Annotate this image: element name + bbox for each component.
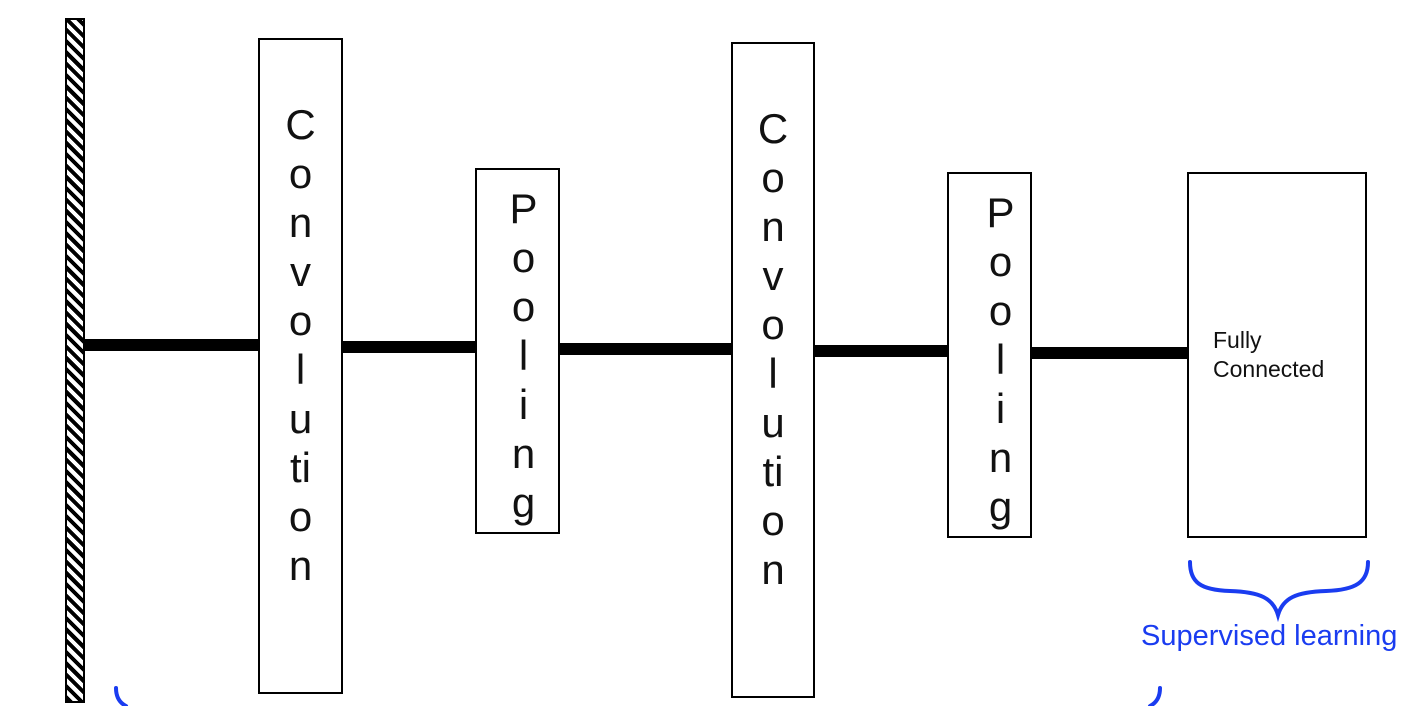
convolution-layer-2-label: C o n v o l u ti o n [733,104,813,594]
letter: l [768,350,778,397]
letter: v [290,248,311,295]
letter: ti [290,444,311,491]
feature-extraction-brace-right-end [1148,686,1162,706]
letter: n [288,542,313,589]
fully-connected-label-line-2: Connected [1213,356,1325,382]
letter: P [986,189,1015,236]
letter: l [295,346,306,393]
letter: v [762,252,784,299]
connector-conv1-pool1 [342,341,476,353]
fully-connected-layer: Fully Connected [1187,172,1367,538]
letter: o [288,297,313,344]
letter: o [288,493,313,540]
letter: u [288,395,313,442]
fully-connected-label-line-1: Fully [1213,327,1262,353]
letter: o [988,287,1013,334]
letter: o [288,150,313,197]
letter: n [511,430,536,477]
letter: n [988,434,1013,481]
pooling-layer-1-label: P o o l i n g [483,184,564,527]
letter: l [995,336,1006,383]
fully-connected-label: Fully Connected [1213,326,1324,384]
convolution-layer-1-label: C o n v o l u ti o n [260,100,341,590]
letter: o [761,154,785,201]
letter: n [761,546,785,593]
letter: g [511,479,536,526]
letter: o [511,234,536,281]
pooling-layer-2-label: P o o l i n g [960,188,1041,531]
connector-pool2-fc [1031,347,1189,359]
connector-input-conv1 [85,339,259,351]
letter: P [509,185,538,232]
letter: o [761,497,785,544]
connector-conv2-pool2 [814,345,948,357]
letter: n [288,199,313,246]
letter: n [761,203,785,250]
pooling-layer-1: P o o l i n g [475,168,560,534]
connector-pool1-conv2 [559,343,732,355]
input-layer-strip [65,18,85,703]
letter: g [988,483,1013,530]
letter: o [988,238,1013,285]
letter: u [761,399,785,446]
feature-extraction-brace-left-end [114,686,128,706]
supervised-learning-label: Supervised learning [1141,620,1398,652]
letter: C [285,101,316,148]
convolution-layer-2: C o n v o l u ti o n [731,42,815,698]
convolution-layer-1: C o n v o l u ti o n [258,38,343,694]
letter: l [518,332,529,379]
letter: o [511,283,536,330]
supervised-learning-brace [1188,560,1370,623]
letter: ti [762,448,784,495]
letter: i [518,381,529,428]
letter: o [761,301,785,348]
letter: i [995,385,1006,432]
letter: C [757,105,789,152]
pooling-layer-2: P o o l i n g [947,172,1032,538]
